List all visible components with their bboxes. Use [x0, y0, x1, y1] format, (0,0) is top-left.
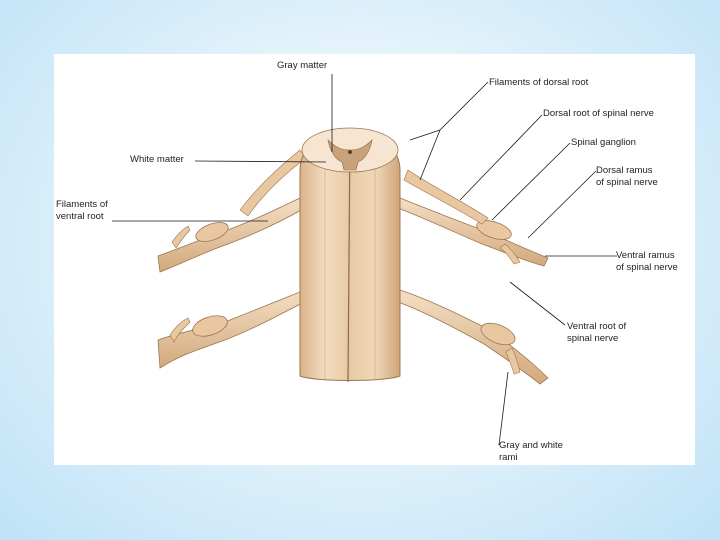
label-filaments-ventral-root: Filaments of ventral root [56, 199, 108, 223]
spinal-cord [300, 128, 400, 382]
label-white-matter: White matter [130, 154, 184, 166]
label-gray-white-rami-line2: rami [499, 452, 563, 464]
label-dorsal-root: Dorsal root of spinal nerve [543, 108, 654, 120]
label-dorsal-ramus-line2: of spinal nerve [596, 177, 658, 189]
lower-right-spinal-nerve [398, 290, 548, 384]
upper-right-spinal-nerve [398, 170, 548, 266]
label-dorsal-ramus: Dorsal ramus of spinal nerve [596, 165, 658, 189]
upper-left-spinal-nerve [158, 150, 306, 272]
label-ventral-root: Ventral root of spinal nerve [567, 321, 626, 345]
label-ventral-ramus-line2: of spinal nerve [616, 262, 678, 274]
label-gray-matter: Gray matter [277, 60, 327, 72]
label-spinal-ganglion: Spinal ganglion [571, 137, 636, 149]
label-filaments-ventral-root-line1: Filaments of [56, 199, 108, 211]
label-ventral-root-line1: Ventral root of [567, 321, 626, 333]
label-filaments-dorsal-root: Filaments of dorsal root [489, 77, 588, 89]
figure-panel: Gray matter White matter Filaments of ve… [54, 54, 695, 465]
label-ventral-ramus: Ventral ramus of spinal nerve [616, 250, 678, 274]
lower-left-spinal-nerve [158, 290, 308, 368]
label-dorsal-ramus-line1: Dorsal ramus [596, 165, 658, 177]
label-gray-white-rami: Gray and white rami [499, 440, 563, 464]
label-filaments-ventral-root-line2: ventral root [56, 211, 108, 223]
label-ventral-root-line2: spinal nerve [567, 333, 626, 345]
label-ventral-ramus-line1: Ventral ramus [616, 250, 678, 262]
label-gray-white-rami-line1: Gray and white [499, 440, 563, 452]
